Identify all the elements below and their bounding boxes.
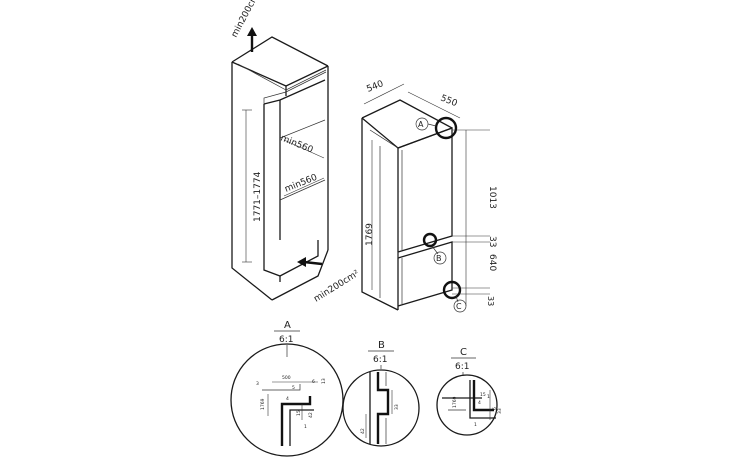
detail-a: A 6:1 500 5 13 6 3 1769 4 42 15 1: [230, 320, 344, 457]
detail-c-dim-2: 15: [480, 392, 486, 398]
detail-c: C 6:1 1769 15 4 1 6 33 1: [436, 347, 503, 436]
detail-a-dim-2: 5: [292, 385, 295, 391]
callout-c-circle: [442, 280, 462, 300]
gap-label: 33: [487, 236, 497, 247]
fridge-height-label: 1769: [365, 223, 375, 246]
niche-width-upper-label: min560: [279, 134, 315, 156]
callout-a-circle: [434, 116, 458, 140]
callout-b-circle: [422, 232, 438, 248]
callout-a-label: A: [418, 120, 424, 129]
niche-width-lower-label: min560: [283, 173, 319, 195]
detail-b-label: B: [378, 340, 385, 351]
fridge-drawing: 540 550 1769 1013 33 640 33 A B C: [361, 79, 497, 313]
detail-a-dim-9: 15: [296, 410, 302, 416]
detail-a-label: A: [284, 320, 291, 331]
detail-b-scale: 6:1: [373, 355, 387, 365]
detail-b: B 6:1 33 42: [342, 340, 420, 447]
detail-c-dim-1: 1769: [452, 396, 458, 408]
callout-b-label: B: [436, 254, 442, 263]
fridge-depth-label: 550: [439, 94, 459, 110]
top-vent-label: min200cm²: [230, 0, 263, 39]
upper-section-label: 1013: [487, 186, 497, 209]
detail-c-dim-5: 6: [492, 407, 498, 410]
detail-a-dim-7: 4: [286, 396, 289, 402]
detail-b-dim-1: 33: [394, 404, 400, 410]
detail-a-dim-10: 1: [304, 424, 307, 430]
detail-b-circle: [342, 369, 420, 447]
fridge-width-label: 540: [365, 79, 385, 95]
niche-height-label: 1771–1774: [253, 171, 263, 222]
detail-c-dim-4: 1: [487, 394, 490, 400]
detail-a-dim-3: 13: [321, 378, 327, 384]
detail-c-dim-6: 33: [497, 408, 503, 414]
detail-a-dim-8: 42: [308, 412, 314, 418]
detail-c-dim-7: 1: [474, 422, 477, 428]
detail-c-dim-3: 4: [478, 400, 481, 406]
detail-a-dim-4: 6: [312, 379, 315, 385]
callout-c-label: C: [456, 302, 462, 311]
detail-a-scale: 6:1: [279, 335, 293, 345]
detail-c-scale: 6:1: [455, 362, 469, 372]
lower-section-label: 640: [487, 254, 497, 271]
detail-a-dim-6: 1769: [260, 398, 266, 410]
detail-b-dim-2: 42: [360, 428, 366, 434]
detail-a-dim-1: 500: [282, 375, 291, 381]
bottom-gap-label: 33: [486, 296, 495, 306]
detail-c-label: C: [460, 347, 467, 358]
vent-up-arrow-icon: [247, 27, 257, 36]
bottom-vent-label: min200cm²: [312, 269, 361, 305]
detail-a-dim-5: 3: [256, 381, 259, 387]
niche-drawing: 1771–1774 min560 min560 min200cm² min200…: [230, 0, 362, 305]
detail-a-circle: [230, 343, 344, 457]
vent-in-arrow-icon: [297, 257, 306, 267]
detail-c-circle: [436, 374, 498, 436]
